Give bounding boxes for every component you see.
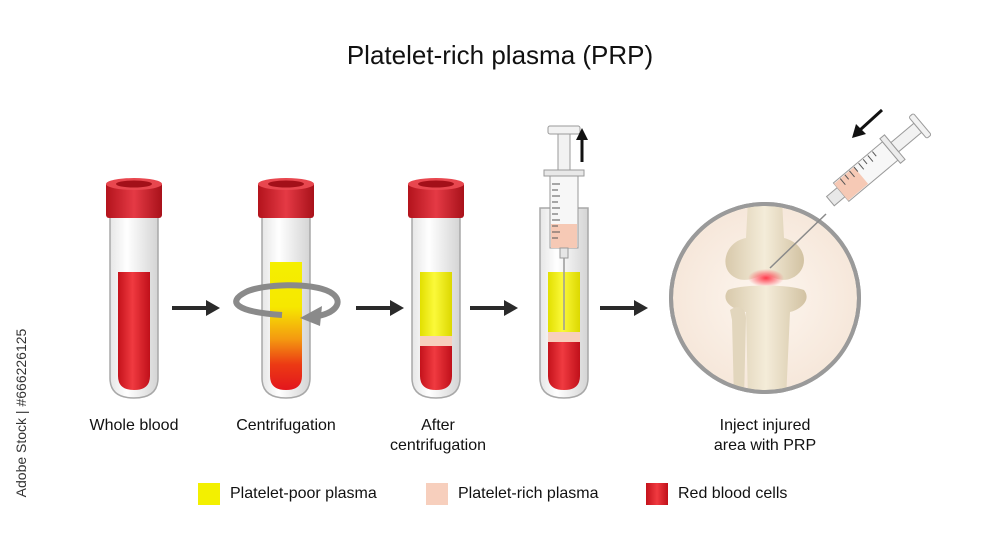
down-left-arrow-icon [852,108,884,138]
tube-syringe-extraction [539,125,589,399]
legend-label-red-blood-cells: Red blood cells [678,485,788,502]
step-label-inject: Inject injured area with PRP [713,417,817,454]
step-arrow-3 [470,300,518,316]
legend-label-platelet-poor: Platelet-poor plasma [230,485,377,502]
tube-centrifugation [258,178,314,399]
step-arrow-2 [356,300,404,316]
rotation-arrow-icon [233,282,341,326]
step-label-after-centrifugation: After centrifugation [389,417,487,454]
injection-syringe-icon [769,113,932,269]
step-arrow-1 [172,300,220,316]
legend-label-platelet-rich: Platelet-rich plasma [458,485,599,502]
legend-swatch-red-blood-cells [646,483,668,505]
tube-whole-blood [106,178,162,399]
knee-joint-illustration [669,202,861,394]
step-label-whole-blood: Whole blood [89,417,179,434]
up-arrow-icon [576,128,588,162]
step-label-centrifugation: Centrifugation [236,417,336,434]
step-arrow-4 [600,300,648,316]
legend-swatch-platelet-rich [426,483,448,505]
diagram-title: Platelet-rich plasma (PRP) [346,40,654,70]
tube-after-centrifugation [408,178,464,399]
stock-watermark: Adobe Stock | #666226125 [13,328,29,498]
legend-swatch-platelet-poor [198,483,220,505]
